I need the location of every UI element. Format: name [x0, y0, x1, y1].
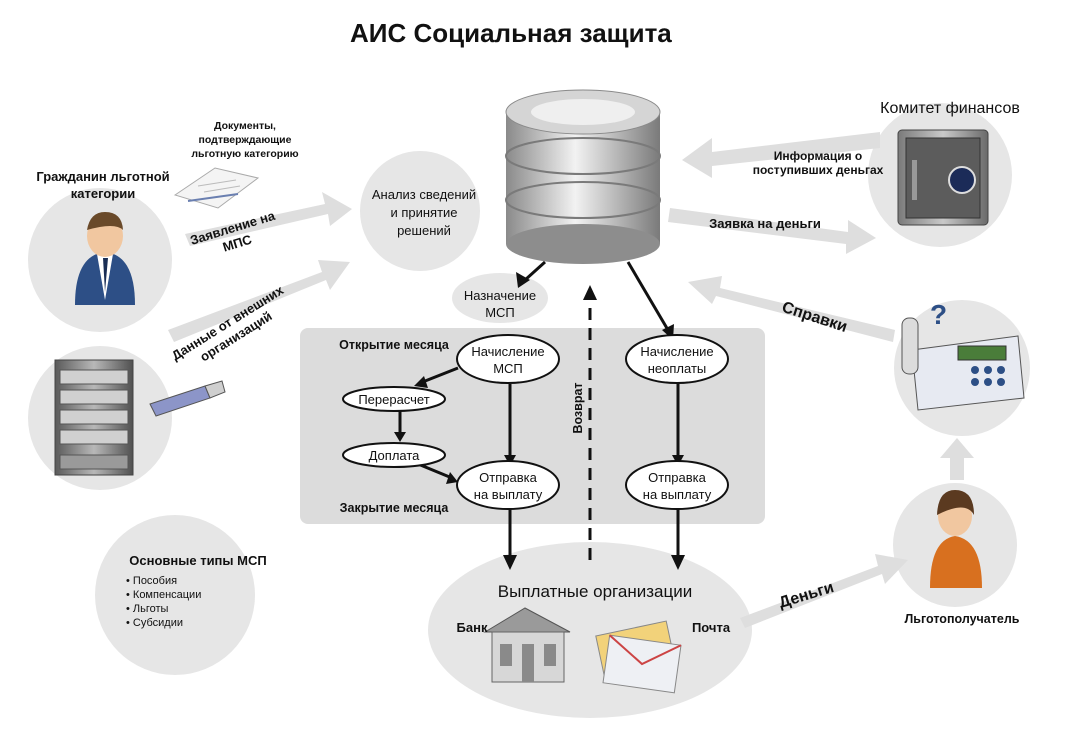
citizen-label-1: Гражданин льготной [36, 169, 169, 184]
money-arrow [740, 554, 908, 628]
documents-label-3: льготную категорию [191, 148, 298, 160]
nonpay-label-1: Начисление [640, 344, 713, 359]
return-label: Возврат [571, 382, 585, 433]
send1-label-2: на выплату [474, 487, 543, 502]
send2-label-1: Отправка [648, 470, 706, 485]
recipient-person-icon [930, 490, 982, 588]
assignment-label-1: Назначение [464, 288, 536, 303]
analysis-label-1: Анализ сведений [372, 187, 476, 202]
document-icon [173, 167, 260, 209]
process-arrows [398, 260, 680, 560]
server-icon [54, 359, 134, 476]
safe-icon [897, 129, 989, 226]
payment-orgs-title: Выплатные организации [498, 582, 692, 601]
analysis-circle [360, 151, 480, 271]
msp-types-list: • Пособия • Компенсации • Льготы • Субси… [126, 575, 201, 629]
msp-type-item: • Субсидии [126, 617, 183, 629]
diagram-title: АИС Социальная защита [350, 18, 672, 48]
msp-type-item: • Льготы [126, 603, 169, 615]
msp-type-item: • Пособия [126, 575, 177, 587]
assignment-label-2: МСП [485, 305, 515, 320]
send2-label-2: на выплату [643, 487, 712, 502]
application-arrow [185, 192, 352, 246]
external-data-arrow [168, 260, 350, 342]
analysis-label-2: и принятие [390, 205, 457, 220]
nonpay-label-2: неоплаты [648, 361, 707, 376]
references-arrow [688, 276, 895, 342]
assignment-ellipse [452, 273, 548, 323]
mail-envelopes-icon [595, 620, 682, 694]
phone-icon: ? [901, 299, 1025, 411]
accrual-label-1: Начисление [471, 344, 544, 359]
citizen-label-2: категории [71, 186, 135, 201]
analysis-label-3: решений [397, 223, 451, 238]
database-icon [505, 89, 661, 264]
surcharge-label: Доплата [369, 448, 421, 463]
svg-text:?: ? [930, 299, 947, 330]
finance-info-arrow [682, 132, 880, 178]
citizen-person-icon [75, 212, 135, 305]
process-nodes [342, 334, 729, 510]
send1-label-1: Отправка [479, 470, 537, 485]
usb-drive-icon [149, 380, 226, 417]
month-close-label: Закрытие месяца [340, 501, 450, 515]
documents-label-2: подтверждающие [199, 134, 292, 146]
msp-types-circle [95, 515, 255, 675]
accrual-label-2: МСП [493, 361, 523, 376]
documents-label-1: Документы, [214, 120, 276, 132]
recipient-up-arrow [940, 438, 974, 480]
month-open-label: Открытие месяца [339, 338, 450, 352]
finance-label: Комитет финансов [880, 100, 1020, 117]
finance-info-label-1: Информация о [774, 149, 863, 163]
money-label: Деньги [777, 579, 836, 612]
bank-label: Банк [457, 620, 488, 635]
msp-types-title: Основные типы МСП [129, 553, 266, 568]
bank-icon [483, 607, 571, 683]
recipient-label: Льготополучатель [905, 612, 1020, 626]
finance-info-label-2: поступивших деньгах [753, 163, 884, 177]
msp-type-item: • Компенсации [126, 589, 201, 601]
recalc-label: Перерасчет [358, 392, 429, 407]
post-label: Почта [692, 620, 731, 635]
references-label: Справки [780, 299, 850, 336]
money-request-arrow [668, 208, 876, 254]
money-request-label: Заявка на деньги [709, 216, 821, 231]
